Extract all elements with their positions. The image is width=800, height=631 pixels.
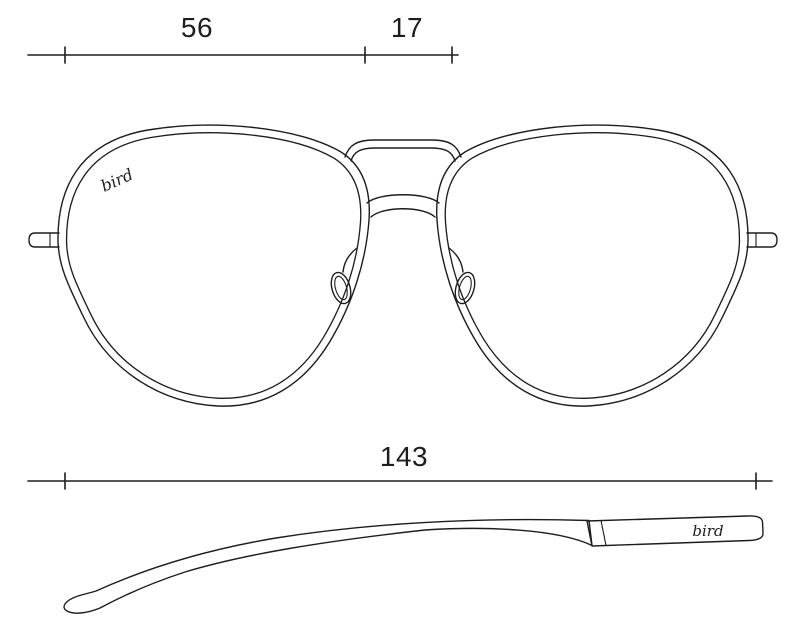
- right-lens-group: [436, 124, 778, 407]
- top-bar-upper-line: [344, 139, 462, 158]
- lens-width-value: 56: [181, 12, 213, 43]
- left-lens-outer-rim: [57, 124, 370, 407]
- left-lens-group: [28, 124, 370, 407]
- bridge-upper-line: [366, 194, 440, 204]
- right-nose-pad: [448, 247, 479, 307]
- glasses-front-view: bird: [28, 124, 778, 407]
- temple-tip-block: [586, 515, 764, 547]
- top-bar: [344, 139, 462, 162]
- bridge: [366, 194, 440, 218]
- temple-length-value: 143: [380, 441, 428, 472]
- temple-dimension-group: 143: [27, 441, 773, 490]
- top-dimension-group: 56 17: [27, 12, 459, 64]
- lens-brand-logo: bird: [98, 165, 136, 196]
- temple-arm-outline: [63, 518, 593, 614]
- temple-brand-logo: bird: [692, 522, 723, 540]
- temple-side-view: bird: [63, 515, 764, 614]
- left-end-piece: [28, 232, 60, 248]
- bridge-lower-line: [370, 208, 436, 218]
- right-end-piece: [746, 232, 778, 248]
- temple-joint-line: [600, 519, 607, 547]
- right-lens-inner-rim: [444, 132, 741, 399]
- right-lens-outer-rim: [436, 124, 749, 407]
- bridge-width-value: 17: [391, 12, 423, 43]
- left-nose-pad: [327, 247, 358, 307]
- top-bar-lower-line: [350, 147, 456, 162]
